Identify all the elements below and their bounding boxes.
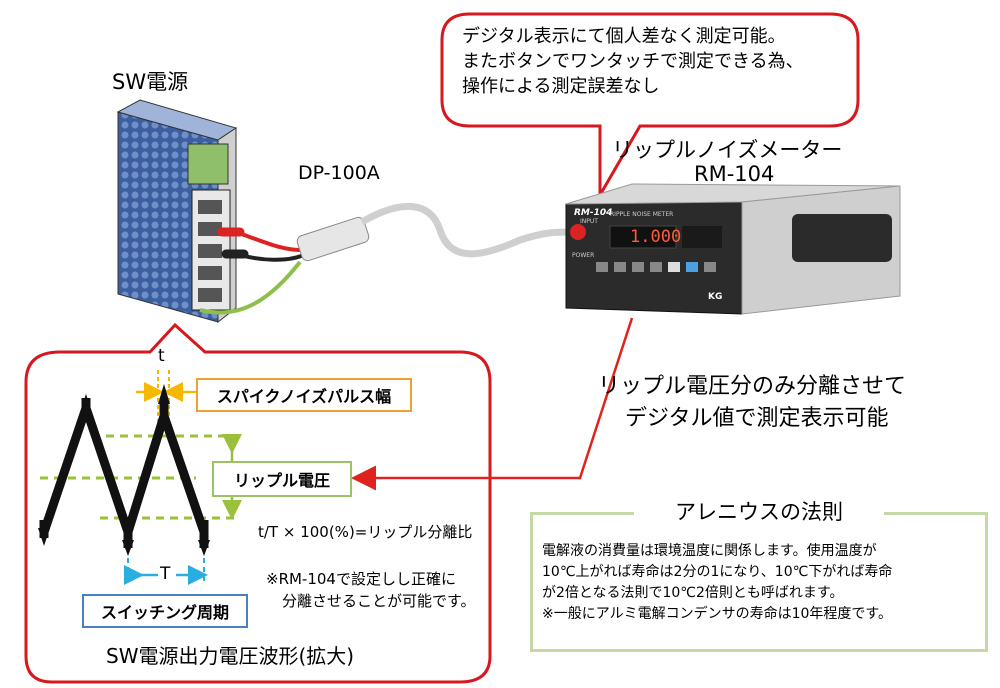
meter-maker-logo: KG xyxy=(708,292,723,302)
waveform-guides xyxy=(40,370,242,585)
ripple-voltage-label: リップル電圧 xyxy=(233,471,330,490)
arrhenius-line-3: が2倍となる法則で10℃2倍則とも呼ばれます。 xyxy=(542,585,844,601)
meter-input-label: INPUT xyxy=(580,218,598,225)
ripple-voltage-box: リップル電圧 xyxy=(212,461,352,497)
probe-cable xyxy=(199,202,573,315)
sw-power-supply-image xyxy=(116,99,238,324)
callout-line-1: デジタル表示にて個人差なく測定可能。 xyxy=(462,26,786,47)
separation-line-2: デジタル値で測定表示可能 xyxy=(625,406,889,431)
callout-line-2: またボタンでワンタッチで測定できる為、 xyxy=(462,51,804,72)
waveform-tips xyxy=(38,384,210,556)
period-T-label: T xyxy=(160,564,171,584)
note-line-1: ※RM-104で設定しし正確に xyxy=(266,570,456,588)
note-line-2: 分離させることが可能です。 xyxy=(282,592,476,610)
meter-to-ripple-arrow xyxy=(351,317,634,491)
waveform-caption: SW電源出力電圧波形(拡大) xyxy=(106,644,355,668)
ripple-noise-meter-image xyxy=(565,183,901,315)
meter-panel-title: RIPPLE NOISE METER xyxy=(610,211,674,218)
separation-line-1: リップル電圧分のみ分離させて xyxy=(598,374,907,399)
meter-brand-text: RM-104 xyxy=(574,208,613,218)
switching-period-box: スイッチング周期 xyxy=(82,594,248,628)
callout-line-3: 操作による測定誤差なし xyxy=(462,76,660,97)
arrhenius-line-4: ※一般にアルミ電解コンデンサの寿命は10年程度です。 xyxy=(542,606,893,622)
arrhenius-line-1: 電解液の消費量は環境温度に関係します。使用温度が xyxy=(542,543,877,559)
arrhenius-title: アレニウスの法則 xyxy=(634,497,884,527)
meter-power-label: POWER xyxy=(572,252,595,259)
probe-label: DP-100A xyxy=(298,162,380,184)
arrhenius-body: 電解液の消費量は環境温度に関係します。使用温度が 10℃上がれば寿命は2分の1に… xyxy=(542,541,892,625)
switching-waveform xyxy=(39,393,209,548)
switching-period-label: スイッチング周期 xyxy=(100,603,229,622)
spike-width-label: スパイクノイズパルス幅 xyxy=(216,387,392,406)
arrhenius-line-2: 10℃上がれば寿命は2分の1になり、10℃下がれば寿命 xyxy=(542,564,893,580)
meter-display-value: 1.000 xyxy=(630,227,682,247)
top-callout-outline xyxy=(440,12,860,201)
spike-width-box: スパイクノイズパルス幅 xyxy=(196,378,412,412)
meter-name-label: リップルノイズメーター xyxy=(612,138,843,162)
spike-t-label: t xyxy=(158,346,165,366)
arrhenius-box xyxy=(530,512,988,652)
sw-power-label: SW電源 xyxy=(112,70,189,94)
top-callout-text: デジタル表示にて個人差なく測定可能。 またボタンでワンタッチで測定できる為、 操… xyxy=(462,24,804,99)
waveform-callout-outline xyxy=(24,322,492,684)
separation-formula: t/T × 100(%)=リップル分離比 xyxy=(258,523,473,541)
meter-model-label: RM-104 xyxy=(694,162,775,186)
